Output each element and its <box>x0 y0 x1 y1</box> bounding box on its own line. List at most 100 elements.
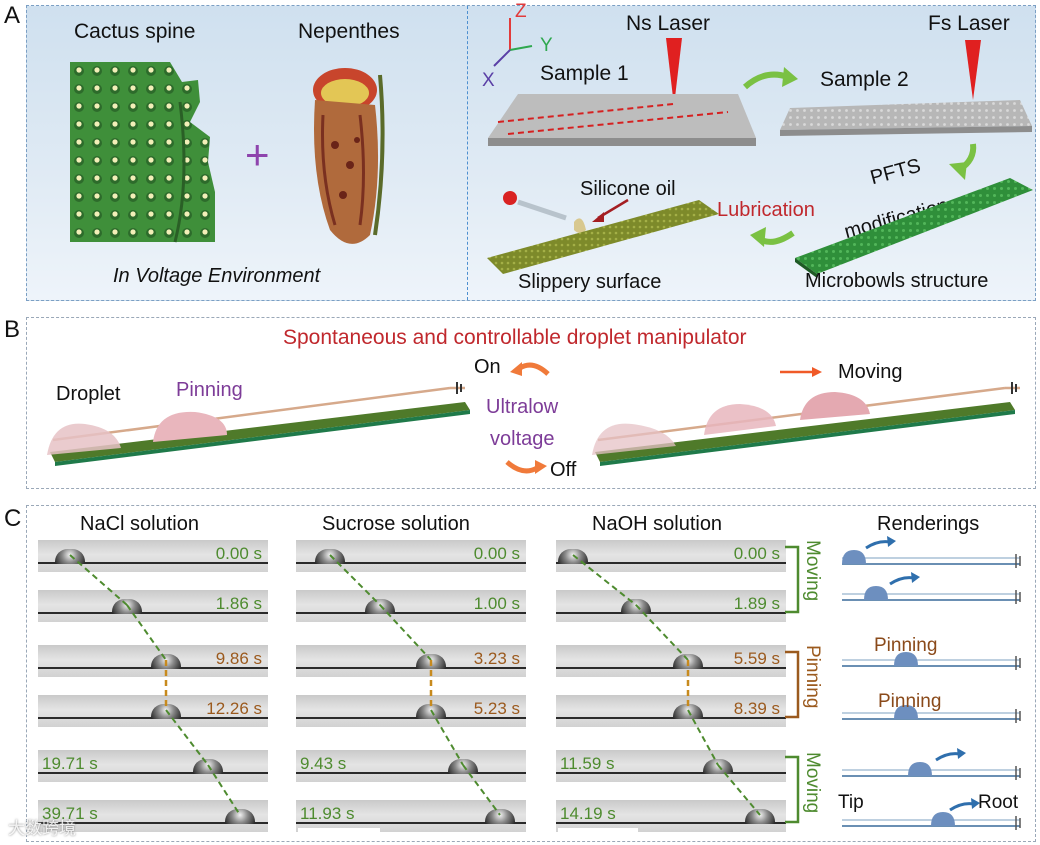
rendering-row-5 <box>842 798 1021 830</box>
strip-surface-line <box>296 717 526 719</box>
col-title-naoh: NaOH solution <box>592 513 723 535</box>
time-label: 39.71 s <box>42 804 98 823</box>
panel-b-frame <box>26 317 1036 489</box>
time-label: 1.00 s <box>473 594 520 613</box>
arrow-step3 <box>750 227 795 247</box>
bracket-moving-1: Moving <box>802 540 823 602</box>
time-label: 11.93 s <box>300 804 355 823</box>
time-label: 3.23 s <box>473 649 520 668</box>
time-label: 11.59 s <box>560 754 615 773</box>
watermark: 大数跨境 <box>8 819 76 838</box>
ultralow-line1: Ultralow <box>486 396 559 418</box>
strip-nacl-0: 0.00 s <box>38 540 268 572</box>
droplet <box>225 809 255 824</box>
strip-sucrose-5: 11.93 s <box>296 800 526 832</box>
on-label: On <box>474 356 501 378</box>
time-label: 9.86 s <box>215 649 262 668</box>
droplet <box>621 599 651 614</box>
strip-surface-line <box>296 562 526 564</box>
panel-letter-c: C <box>4 505 22 532</box>
sample2-plate <box>780 100 1032 136</box>
droplet-label: Droplet <box>56 383 121 405</box>
slippery-plate <box>487 200 719 274</box>
panel-c-frame <box>26 505 1036 842</box>
axes-icon <box>493 18 533 67</box>
moving-arrow-b <box>780 367 822 377</box>
bracket-pinning: Pinning <box>802 645 823 709</box>
tip-label: Tip <box>838 792 864 813</box>
strip-sucrose-1: 1.00 s <box>296 590 526 622</box>
strip-naoh-4: 11.59 s <box>556 750 786 782</box>
droplet <box>55 549 85 564</box>
axis-y-label: Y <box>540 35 553 56</box>
strip-nacl-4: 19.71 s <box>38 750 268 782</box>
strip-surface-line <box>296 772 526 774</box>
strip-nacl-3: 12.26 s <box>38 695 268 727</box>
strip-surface-line <box>38 612 268 614</box>
nepenthes-image <box>313 68 385 244</box>
sample2-label: Sample 2 <box>820 68 909 91</box>
strip-naoh-5: 14.19 s <box>556 800 786 832</box>
droplet <box>558 549 588 564</box>
panel-a-divider <box>467 6 468 300</box>
strip-surface-line <box>38 822 268 824</box>
strip-sucrose-0: 0.00 s <box>296 540 526 572</box>
dropper-icon <box>503 191 629 233</box>
silicone-oil-label: Silicone oil <box>580 178 676 200</box>
strip-surface-line <box>556 612 786 614</box>
rendering-row-1 <box>842 572 1021 604</box>
cactus-image <box>70 62 215 243</box>
nepenthes-label: Nepenthes <box>298 20 400 43</box>
render-pinning-1: Pinning <box>874 635 938 656</box>
pinning-label-b: Pinning <box>176 379 243 401</box>
strip-sucrose-2: 3.23 s <box>296 645 526 677</box>
rendering-row-4 <box>842 748 1021 780</box>
device-left-pinned <box>47 382 470 466</box>
panel-letter-a: A <box>4 2 21 29</box>
rendering-row-3 <box>842 705 1021 723</box>
time-label: 5.23 s <box>473 699 520 718</box>
axis-z-label: Z <box>515 1 527 22</box>
render-pinning-2: Pinning <box>878 691 942 712</box>
strip-surface-line <box>556 667 786 669</box>
strip-surface-line <box>556 717 786 719</box>
time-label: 9.43 s <box>300 754 347 773</box>
lubrication-label: Lubrication <box>717 199 815 221</box>
strip-nacl-2: 9.86 s <box>38 645 268 677</box>
time-label: 14.19 s <box>560 804 616 823</box>
panel-letter-b: B <box>4 316 21 343</box>
bracket-moving-2: Moving <box>802 752 823 814</box>
droplet <box>485 809 515 824</box>
ns-laser-beam <box>666 38 682 106</box>
droplet <box>745 809 775 824</box>
off-label: Off <box>550 459 577 481</box>
strip-naoh-2: 5.59 s <box>556 645 786 677</box>
strip-surface-line <box>38 772 268 774</box>
rendering-row-0 <box>842 536 1021 568</box>
strip-naoh-1: 1.89 s <box>556 590 786 622</box>
strip-surface-line <box>296 612 526 614</box>
strip-surface-line <box>556 772 786 774</box>
strip-nacl-1: 1.86 s <box>38 590 268 622</box>
microbowls-label: Microbowls structure <box>805 270 989 292</box>
time-label: 1.89 s <box>733 594 780 613</box>
arrow-step2 <box>949 143 977 180</box>
droplet <box>365 599 395 614</box>
strip-surface-line <box>556 822 786 824</box>
voltage-environment-label: In Voltage Environment <box>113 265 321 287</box>
panel-b-title: Spontaneous and controllable droplet man… <box>283 326 747 349</box>
rendering-row-2 <box>842 652 1021 670</box>
ultralow-line2: voltage <box>490 428 555 450</box>
renderings-title: Renderings <box>877 513 980 535</box>
col-title-sucrose: Sucrose solution <box>322 513 470 535</box>
strip-surface-line <box>556 562 786 564</box>
microbowls-plate <box>795 178 1033 278</box>
strip-surface-line <box>296 822 526 824</box>
time-label: 8.39 s <box>733 699 780 718</box>
col-title-nacl: NaCl solution <box>80 513 199 535</box>
time-label: 19.71 s <box>42 754 98 773</box>
ns-laser-label: Ns Laser <box>626 12 711 35</box>
strip-naoh-0: 0.00 s <box>556 540 786 572</box>
arrow-step1 <box>742 67 798 90</box>
